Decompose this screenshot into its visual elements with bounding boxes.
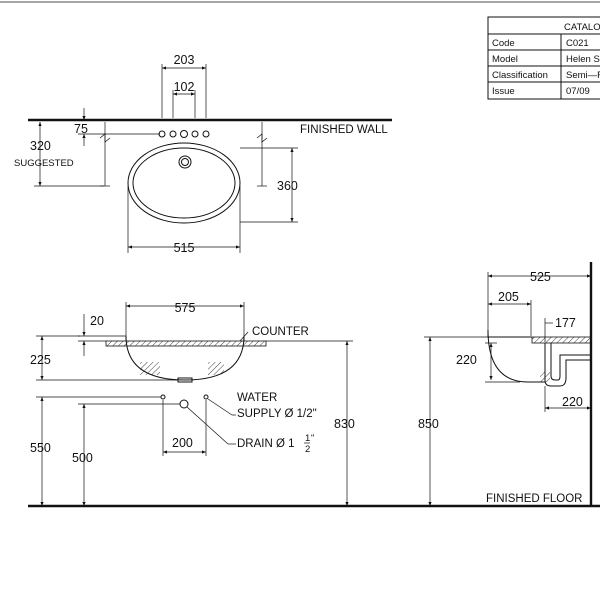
side-counter-slab [531, 336, 592, 344]
suggested-label: SUGGESTED [14, 158, 74, 169]
water-label: WATER [237, 392, 277, 404]
basin-inner-rim [132, 147, 236, 219]
catalog-model-key: Model [492, 54, 518, 65]
dim-220-left: 220 [456, 353, 477, 367]
dim-550: 550 [30, 441, 51, 455]
overflow-hole [178, 155, 192, 169]
dim-177: 177 [555, 316, 576, 330]
drain-point [179, 399, 189, 409]
basin-outer-rim [127, 142, 241, 224]
basin-support-right [208, 362, 224, 375]
basin-support-left [140, 362, 160, 375]
dim-225: 225 [30, 353, 51, 367]
counter-slab [105, 340, 267, 347]
dim-75: 75 [74, 122, 88, 136]
dim-320: 320 [30, 139, 51, 153]
dim-203: 203 [174, 53, 195, 67]
dim-102: 102 [174, 80, 195, 94]
dim-20: 20 [90, 314, 104, 328]
dim-830: 830 [334, 417, 355, 431]
catalog-classification-key: Classification [492, 70, 548, 81]
supply-leader [207, 398, 233, 416]
water-supply-point-left [160, 394, 166, 400]
finished-floor-label: FINISHED FLOOR [486, 493, 582, 505]
finished-wall-label: FINISHED WALL [300, 124, 388, 136]
top-view: FINISHED WALL 203 102 75 [14, 53, 392, 255]
catalog-table: CATALOG Code C021 Model Helen S Classifi… [487, 16, 600, 100]
catalog-classification-value: Semi—R [566, 70, 600, 81]
drain-suffix: " [311, 433, 314, 444]
drain-fraction-denominator: 2 [305, 444, 310, 455]
drain-label: DRAIN Ø 1 [237, 438, 295, 450]
catalog-code-key: Code [492, 38, 515, 49]
break-mark-left [99, 133, 111, 143]
dim-500: 500 [72, 451, 93, 465]
catalog-issue-value: 07/09 [566, 86, 590, 97]
tap-hole [191, 130, 199, 138]
basin-bowl [125, 335, 245, 381]
dim-850: 850 [418, 417, 439, 431]
trap-pipe [544, 343, 591, 387]
catalog-header: CATALOG [564, 22, 600, 33]
catalog-code-value: C021 [566, 38, 589, 49]
dim-360: 360 [277, 179, 298, 193]
side-basin-profile [487, 329, 545, 383]
tap-hole-center [180, 130, 188, 138]
water-supply-point-right [203, 394, 209, 400]
catalog-model-value: Helen S [566, 54, 600, 65]
counter-label: COUNTER [252, 326, 309, 338]
dim-525: 525 [530, 270, 551, 284]
drain-fraction-numerator: 1 [305, 433, 310, 444]
catalog-issue-key: Issue [492, 86, 515, 97]
dim-200: 200 [172, 436, 193, 450]
dim-220-bottom: 220 [562, 395, 583, 409]
tap-hole [202, 130, 210, 138]
front-view: FINISHED FLOOR COUNTER 575 20 225 WATE [28, 301, 600, 508]
tap-hole [169, 130, 177, 138]
break-mark-right [256, 133, 268, 143]
supply-label: SUPPLY Ø 1/2" [237, 408, 317, 420]
dim-515: 515 [174, 241, 195, 255]
dim-205: 205 [498, 290, 519, 304]
drain-leader [186, 406, 229, 445]
side-view: 525 205 177 220 220 850 [418, 262, 593, 506]
dim-575: 575 [175, 301, 196, 315]
